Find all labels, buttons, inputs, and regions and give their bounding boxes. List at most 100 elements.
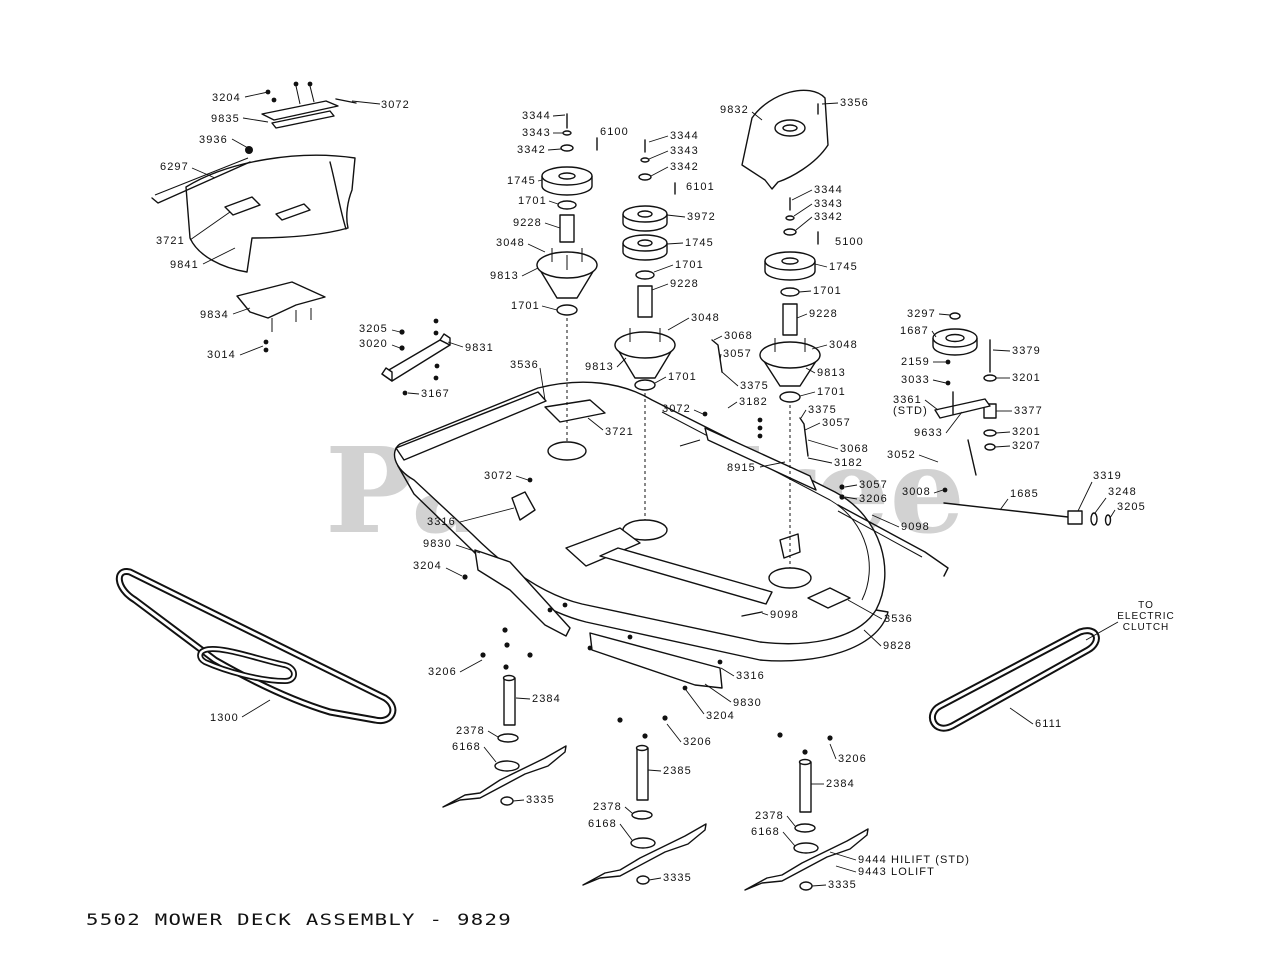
guard-bracket-9835 bbox=[261, 85, 339, 129]
part-number-label: 3536 bbox=[510, 359, 539, 371]
bracket-9834 bbox=[236, 281, 326, 332]
part-number-label: 3342 bbox=[670, 161, 699, 173]
part-number-label: 2385 bbox=[663, 765, 692, 777]
leader-line bbox=[619, 823, 633, 841]
leader-line bbox=[720, 667, 735, 677]
callout: 3206 bbox=[829, 743, 866, 765]
part-number-label: 3343 bbox=[814, 198, 843, 210]
leader-line bbox=[800, 409, 807, 419]
leader-line bbox=[539, 367, 546, 401]
part-number-label: 3316 bbox=[736, 670, 765, 682]
leader-line bbox=[515, 697, 531, 700]
part-number-label: 3182 bbox=[739, 396, 768, 408]
part-number-label: 5100 bbox=[835, 236, 864, 248]
part-number-label: 3936 bbox=[199, 134, 228, 146]
callout: 3072 bbox=[662, 403, 704, 415]
hardware-nuts bbox=[263, 81, 951, 755]
part-number-label: 3343 bbox=[522, 127, 551, 139]
callout: 3342 bbox=[650, 161, 699, 177]
leader-line bbox=[244, 91, 269, 98]
note-line-3: CLUTCH bbox=[1123, 622, 1170, 633]
part-number-label: 3020 bbox=[359, 338, 388, 350]
part-number-label: 3068 bbox=[724, 330, 753, 342]
callout: 3167 bbox=[407, 388, 449, 400]
part-number-label: 2378 bbox=[755, 810, 784, 822]
leader-line bbox=[721, 371, 739, 387]
leader-line bbox=[798, 290, 812, 293]
leader-line bbox=[666, 214, 686, 218]
callout: 3204 bbox=[685, 689, 734, 722]
leader-line bbox=[202, 247, 236, 265]
leader-line bbox=[552, 114, 566, 117]
leader-line bbox=[793, 203, 813, 217]
leader-line bbox=[407, 392, 420, 395]
callout: 3008 bbox=[902, 486, 944, 498]
part-number-label: 3297 bbox=[907, 308, 936, 320]
callout: 1685 bbox=[999, 488, 1038, 511]
part-number-label: 3361 bbox=[893, 394, 922, 406]
leader-line bbox=[829, 851, 857, 861]
part-number-label: 1701 bbox=[813, 285, 842, 297]
part-number-label: 3201 bbox=[1012, 372, 1041, 384]
part-number-label: 3206 bbox=[683, 736, 712, 748]
callout: 3721 bbox=[587, 417, 633, 438]
part-number-label: 1745 bbox=[507, 175, 536, 187]
part-number-label: 3972 bbox=[687, 211, 716, 223]
leader-line bbox=[807, 457, 833, 464]
callout: 3343 bbox=[793, 198, 843, 217]
leader-line bbox=[994, 445, 1011, 448]
callout: 1745 bbox=[507, 175, 543, 187]
part-number-label: 9813 bbox=[817, 367, 846, 379]
spring-3936 bbox=[245, 146, 253, 154]
callout: 9098 bbox=[761, 609, 799, 621]
callout: 9228 bbox=[651, 278, 698, 291]
part-number-label: 1687 bbox=[900, 325, 929, 337]
part-number-label: 3344 bbox=[522, 110, 551, 122]
callout: 3205 bbox=[1109, 501, 1145, 519]
part-number-label: 3536 bbox=[884, 613, 913, 625]
leader-line bbox=[487, 730, 499, 738]
leader-line bbox=[391, 329, 401, 333]
part-number-label: 1701 bbox=[675, 259, 704, 271]
callout: 3072 bbox=[351, 99, 409, 111]
leader-line bbox=[459, 507, 515, 523]
part-number-label: 2384 bbox=[532, 693, 561, 705]
callout: 9832 bbox=[720, 104, 763, 121]
callout: 3033 bbox=[901, 374, 947, 386]
idler-assembly bbox=[932, 312, 997, 476]
part-number-label: 9098 bbox=[901, 521, 930, 533]
callout: 1701 bbox=[511, 300, 558, 312]
part-number-label: 3014 bbox=[207, 349, 236, 361]
part-number-label: 3048 bbox=[691, 312, 720, 324]
leader-line bbox=[999, 498, 1009, 511]
part-number-label: 9834 bbox=[200, 309, 229, 321]
leader-line bbox=[667, 317, 690, 331]
callout-layer: 3204307298353936629737219841983430143205… bbox=[156, 91, 1145, 891]
leader-line bbox=[624, 806, 633, 814]
callout: 9834 bbox=[200, 307, 251, 321]
callout: 9444 HILIFT (STD) bbox=[829, 851, 969, 866]
bracket-9831 bbox=[381, 333, 451, 382]
leader-line bbox=[459, 659, 483, 673]
belt-guard-9841 bbox=[185, 154, 356, 273]
part-number-label: 6297 bbox=[160, 161, 189, 173]
part-number-label: 3342 bbox=[517, 144, 546, 156]
callout: 2378 bbox=[755, 810, 796, 827]
leader-line bbox=[863, 629, 882, 647]
callout: 6168 bbox=[588, 818, 633, 841]
callout: 3206 bbox=[428, 659, 483, 678]
callout: 3204 bbox=[212, 91, 269, 104]
part-number-label: 9098 bbox=[770, 609, 799, 621]
leader-line bbox=[647, 769, 662, 772]
part-number-label: 9830 bbox=[423, 538, 452, 550]
part-number-label: 1701 bbox=[668, 371, 697, 383]
callout: 3536 bbox=[847, 599, 913, 625]
callout: 3248 bbox=[1094, 486, 1136, 514]
part-number-label: 9443 LOLIFT bbox=[858, 866, 935, 878]
leader-line bbox=[835, 865, 857, 873]
callout: 3721 bbox=[156, 211, 231, 247]
leader-line bbox=[648, 877, 662, 881]
callout: 3335 bbox=[512, 794, 554, 806]
leader-line bbox=[938, 313, 951, 316]
